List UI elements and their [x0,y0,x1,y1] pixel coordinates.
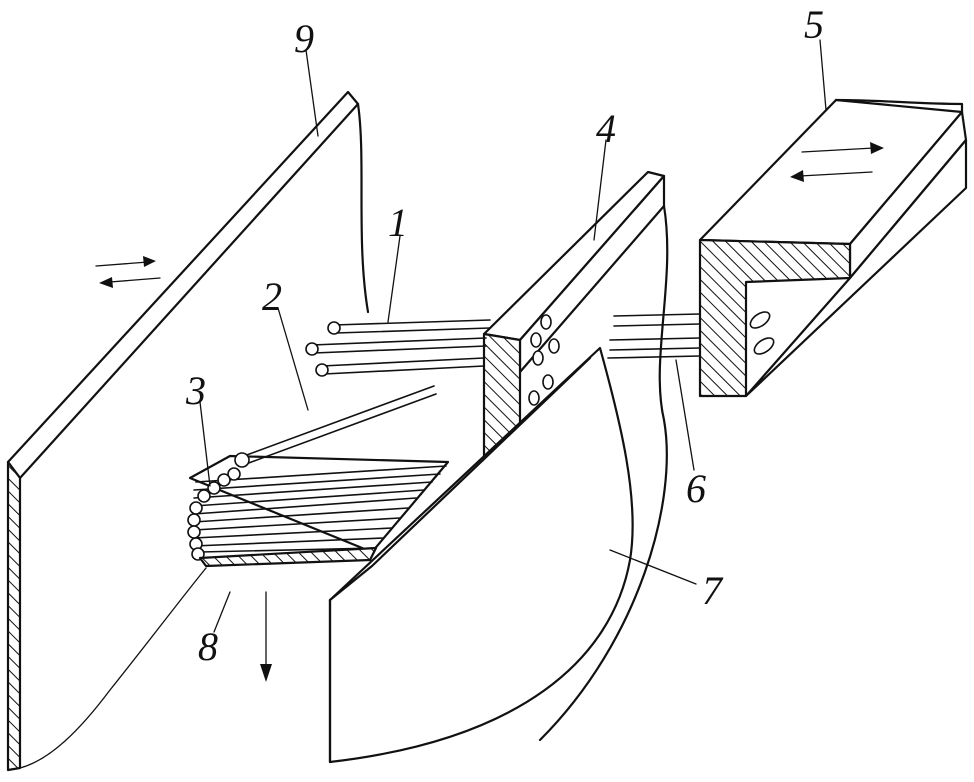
stick-bundle-3 [187,454,450,568]
label-5: 5 [804,2,824,47]
label-7: 7 [702,568,724,613]
slider-arrows [790,142,884,182]
leader-lines [199,39,827,633]
label-1: 1 [388,200,408,245]
stick-2 [234,385,437,468]
label-2: 2 [262,274,282,319]
plate-arrows [95,256,161,288]
cut-line [19,567,207,769]
slider-5 [698,98,968,398]
plate-9 [6,90,370,772]
stick-group-6 [607,313,701,359]
frame-7 [328,204,669,764]
stick-group-1 [305,319,491,377]
down-arrow [260,591,272,682]
label-6: 6 [686,466,706,511]
part-labels: 9 1 2 3 4 5 6 7 8 [185,2,824,669]
label-9: 9 [294,16,314,61]
label-8: 8 [198,624,218,669]
guide-rail-4 [482,170,666,460]
label-4: 4 [596,106,616,151]
label-3: 3 [185,368,206,413]
